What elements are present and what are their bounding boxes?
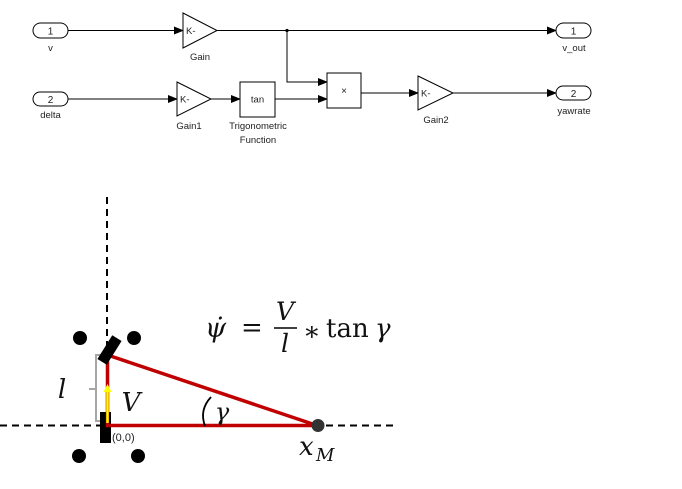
product-symbol: × (341, 86, 347, 97)
outport-v-out[interactable]: 1 v_out (555, 22, 592, 54)
length-brace (89, 354, 104, 422)
gain-label: Gain (190, 52, 210, 63)
trig-symbol: tan (251, 95, 264, 106)
equation-operator: ∗ (303, 317, 321, 347)
trigonometric-function-block[interactable]: tan Trigonometric Function (229, 81, 287, 146)
yaw-rate-equation: ψ̇ = V l ∗ tan γ (205, 297, 391, 358)
point-label-subscript: M (315, 445, 335, 466)
outport-label: v_out (562, 43, 586, 54)
inport-delta[interactable]: 2 delta (32, 91, 69, 121)
inport-label: delta (40, 110, 61, 121)
trig-label-line2: Function (240, 135, 276, 146)
outport-number: 1 (571, 27, 577, 38)
angle-arc (202, 396, 212, 427)
equation-lhs: ψ̇ (205, 313, 227, 344)
gain2-block[interactable]: K- Gain2 (417, 75, 455, 126)
equation-numerator: V (276, 297, 297, 326)
rear-wheel (100, 412, 111, 443)
inport-label: v (48, 43, 53, 54)
inport-v[interactable]: 1 v (32, 22, 69, 54)
inport-number: 2 (48, 95, 54, 106)
angle-label: γ (215, 398, 230, 426)
velocity-label: V (122, 388, 143, 418)
front-wheel (97, 335, 122, 365)
gain-block[interactable]: K- Gain (182, 12, 219, 63)
equation-function: tan (326, 314, 369, 344)
product-block[interactable]: × (326, 72, 362, 109)
length-label: l (58, 375, 66, 405)
point-label-base: x (299, 432, 314, 462)
equation-equals: = (241, 313, 263, 343)
corner-dot (131, 449, 145, 463)
point-xm (311, 419, 325, 432)
equation-denominator: l (281, 329, 289, 358)
gain1-symbol: K- (180, 95, 190, 106)
corner-dot (127, 331, 141, 345)
outport-label: yawrate (557, 106, 590, 117)
simulink-model: 1 v 2 delta K- Gain K- Gain1 (32, 12, 592, 146)
trig-label-line1: Trigonometric (229, 121, 287, 132)
gain-symbol: K- (186, 26, 196, 37)
gain2-label: Gain2 (423, 115, 448, 126)
corner-dot (73, 331, 87, 345)
gain1-label: Gain1 (176, 121, 201, 132)
inport-number: 1 (48, 27, 54, 38)
equation-argument: γ (375, 314, 391, 344)
corner-dot (72, 449, 86, 463)
kinematic-model: l V (0,0) γ x M ψ̇ = V l ∗ tan γ (0, 197, 398, 466)
outport-yawrate[interactable]: 2 yawrate (555, 85, 592, 117)
gain2-symbol: K- (421, 89, 431, 100)
outport-number: 2 (571, 89, 577, 100)
signal-line[interactable] (286, 30, 328, 86)
origin-label: (0,0) (112, 432, 135, 444)
gain1-block[interactable]: K- Gain1 (176, 81, 213, 132)
